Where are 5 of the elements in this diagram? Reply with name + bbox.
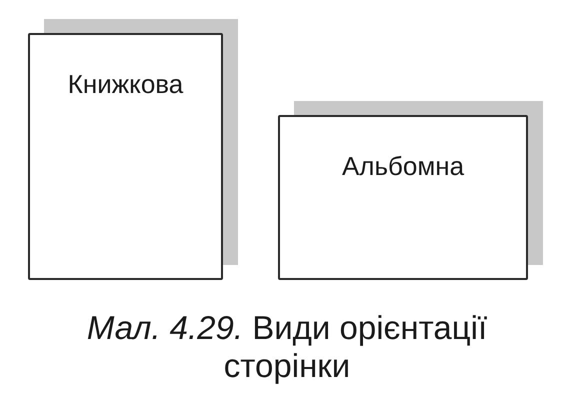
portrait-page xyxy=(28,33,223,280)
figure-caption: Мал. 4.29. Види орієнтації сторінки xyxy=(86,309,488,385)
orientation-label: Альбомна xyxy=(342,153,464,179)
orientation-label: Книжкова xyxy=(68,71,184,97)
landscape-page xyxy=(278,115,528,280)
